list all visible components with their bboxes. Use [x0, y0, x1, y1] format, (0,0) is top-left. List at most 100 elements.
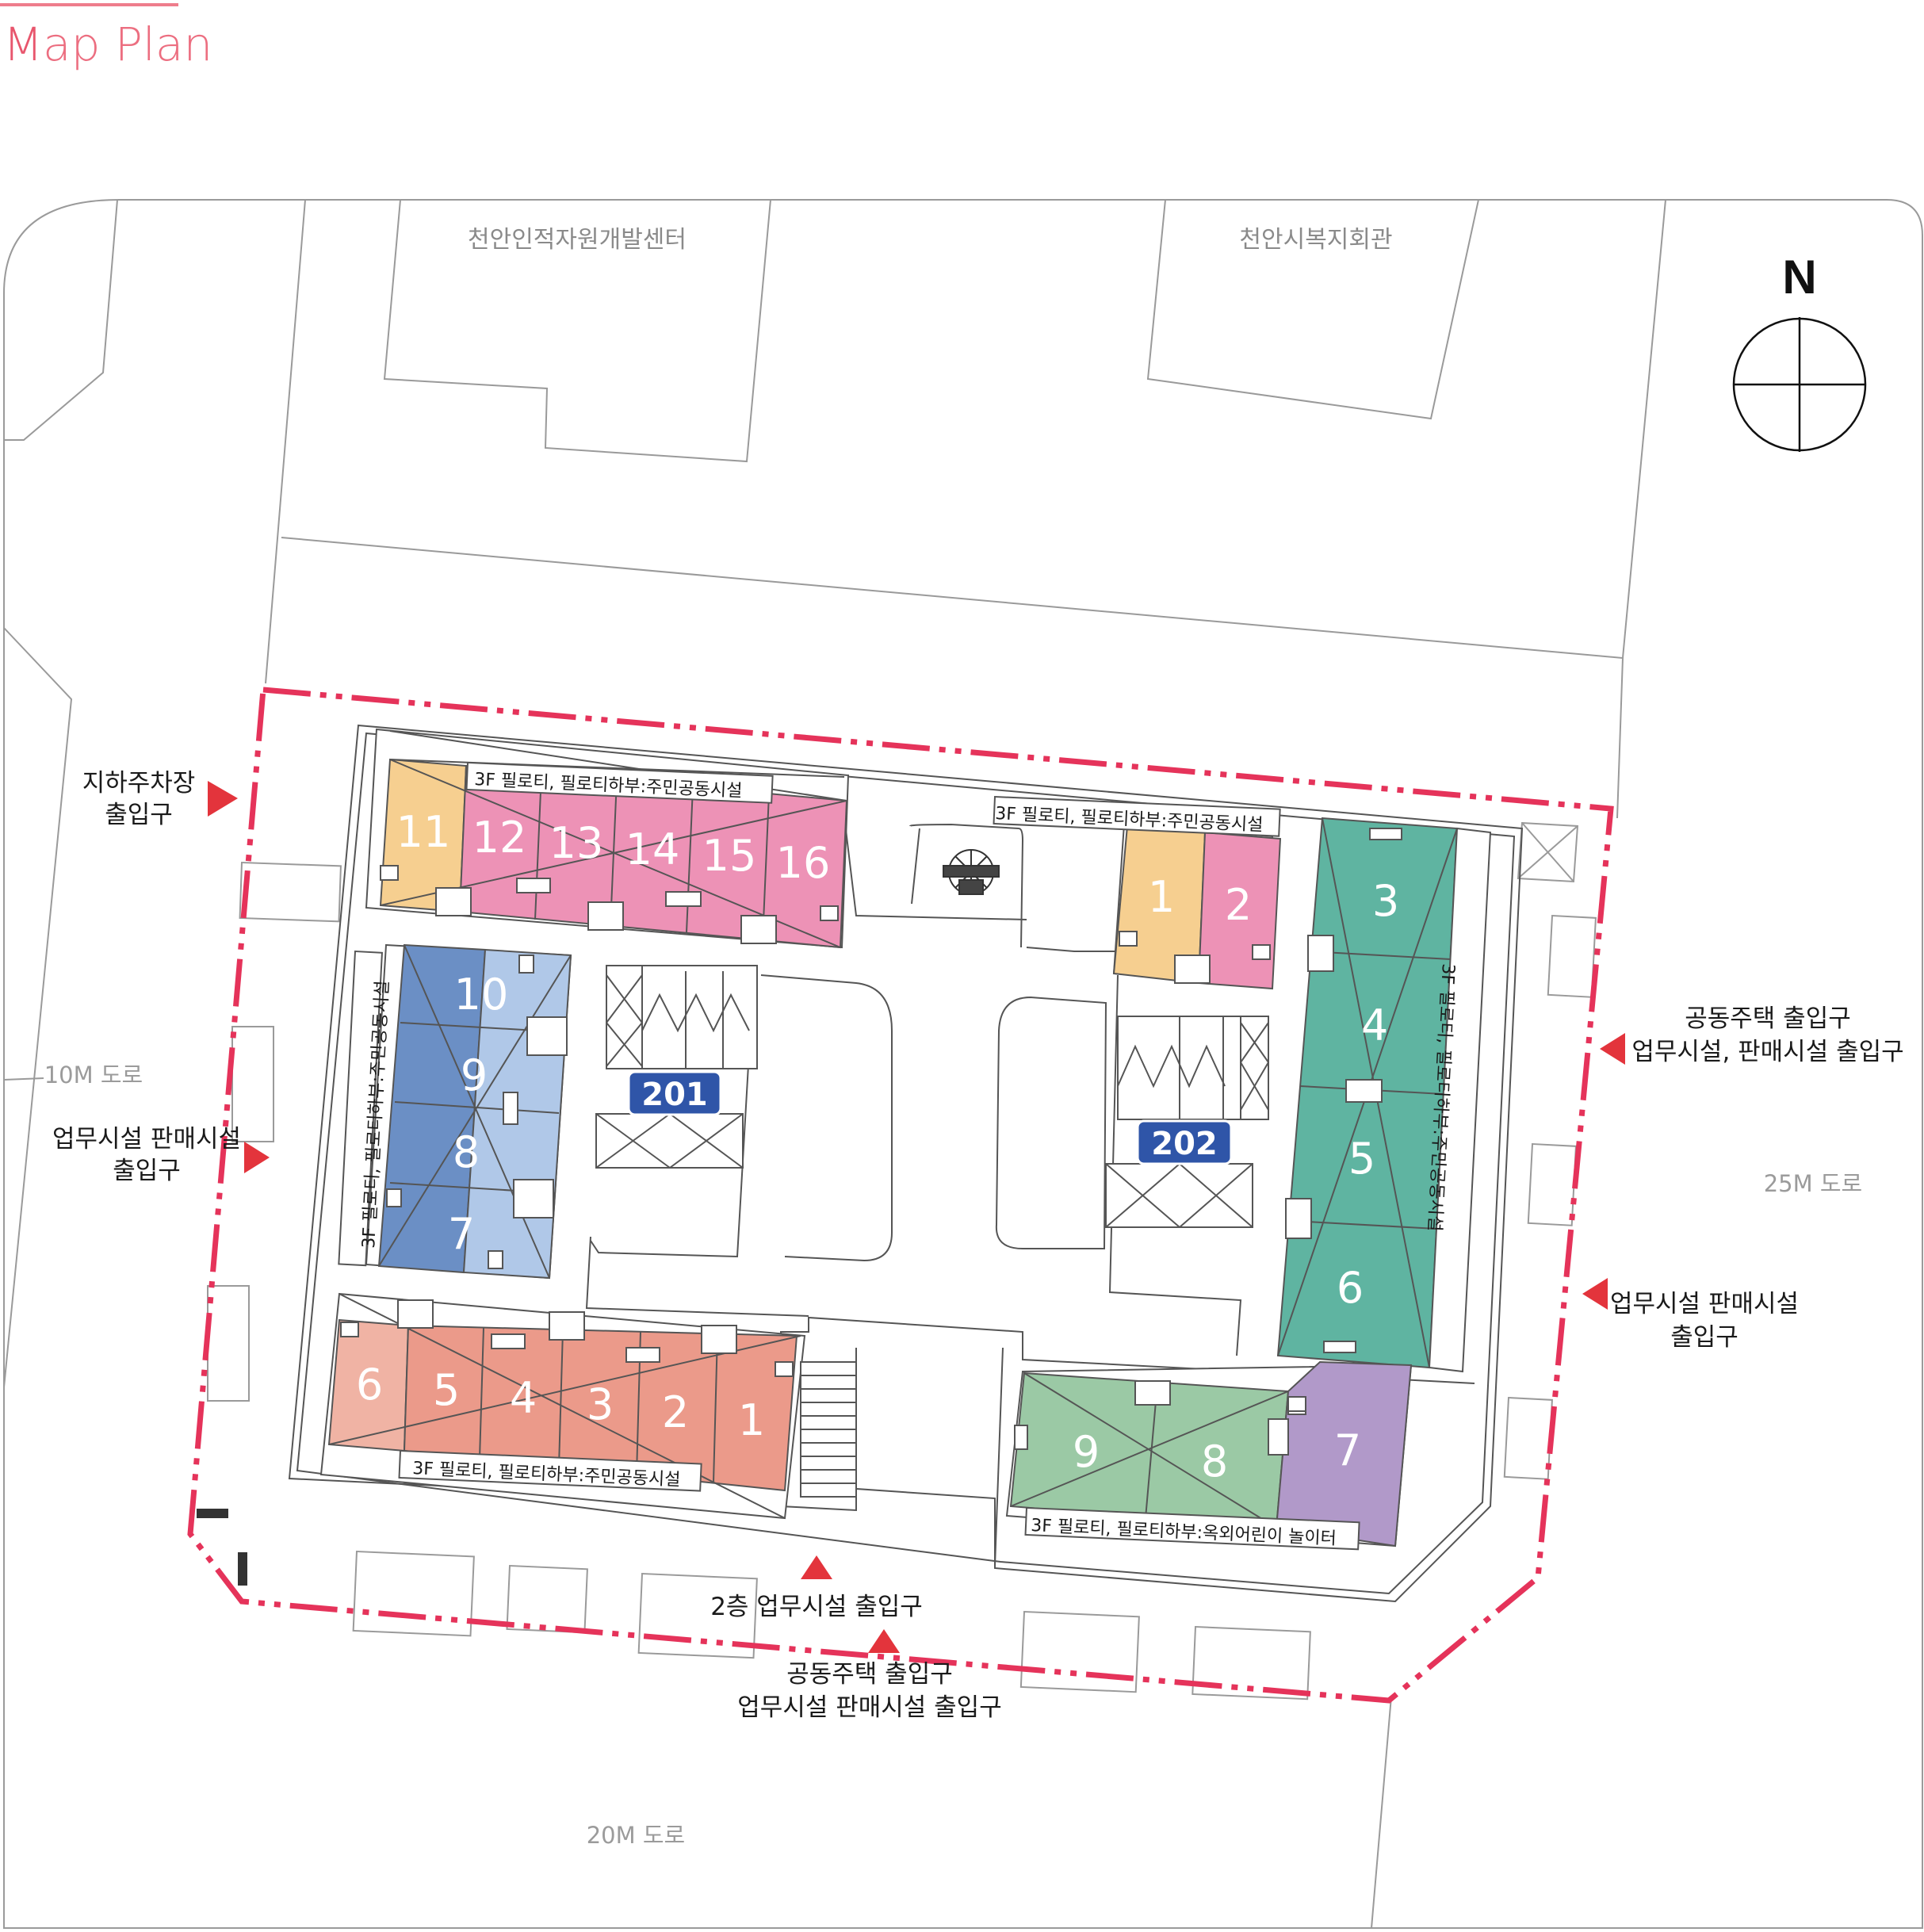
- building-east: 3F 필로티, 필로티하부:주민공동시설 3 4 5 6: [1276, 817, 1492, 1373]
- building-west: 3F 필로티, 필로티하부:주민공동시설 10 9 8 7: [338, 943, 572, 1280]
- parcel-w2: [231, 1026, 274, 1142]
- page-title: Map Plan: [0, 0, 212, 71]
- pil-tl-box: [465, 761, 774, 804]
- arrow-west-commercial: [244, 1142, 270, 1173]
- neighbor-label-right: 천안시복지회관: [1239, 226, 1392, 254]
- unit-bl-label-6: 6: [356, 1360, 383, 1410]
- entrance-labels: 지하주차장 출입구 업무시설 판매시설 출입구 공동주택 출입구 업무시설, 판…: [52, 769, 1904, 1722]
- neighbor-building-1: [383, 199, 771, 463]
- stair-treads: [801, 1375, 856, 1484]
- arrow-east-commercial: [1582, 1278, 1608, 1310]
- parcel-s3: [637, 1572, 758, 1659]
- map-frame: [3, 199, 1923, 1929]
- building-bottom-right: 3F 필로티, 필로티하부:옥외어린이 놀이터 9 8 7: [1005, 1360, 1413, 1551]
- pil-br-box: [1024, 1506, 1360, 1551]
- unit-label-15: 15: [702, 831, 757, 881]
- unit-br-7: [1275, 1360, 1413, 1548]
- core-202-lower: [1105, 1163, 1253, 1228]
- unit-e-label-4: 4: [1361, 1000, 1388, 1050]
- courtyard-line-3: [994, 1347, 1004, 1567]
- east-housing-line2: 업무시설, 판매시설 출입구: [1631, 1038, 1903, 1066]
- context-lines: [3, 199, 1923, 1929]
- unit-w-label-8: 8: [453, 1127, 480, 1177]
- unit-br-label-7: 7: [1334, 1425, 1361, 1475]
- building-top-right: 3F 필로티, 필로티하부:주민공동시설 1 2: [993, 795, 1282, 990]
- parcel-e1: [1547, 914, 1597, 998]
- road-label-east: 25M 도로: [1764, 1170, 1863, 1197]
- ramp-right: [995, 996, 1107, 1249]
- unit-bl-cores: [340, 1299, 794, 1377]
- plaza-outline: [909, 823, 1024, 948]
- building-202-badge: [1136, 1119, 1233, 1165]
- sw-markers: [197, 1509, 247, 1586]
- south-main-line2: 업무시설 판매시설 출입구: [737, 1693, 1001, 1722]
- parcel-e2: [1527, 1142, 1577, 1226]
- east-commercial-line1: 업무시설 판매시설: [1610, 1290, 1799, 1318]
- east-commercial-line2: 출입구: [1670, 1323, 1738, 1352]
- pil-e-box: [1428, 827, 1492, 1373]
- core-201-upper: [606, 965, 758, 1069]
- building-201-badge: [627, 1070, 722, 1116]
- north-label: N: [1782, 251, 1816, 304]
- unit-w-label-10: 10: [454, 970, 509, 1020]
- unit-e-label-6: 6: [1337, 1263, 1364, 1313]
- building-201-label: 201: [641, 1077, 708, 1113]
- parcel-s4: [1019, 1610, 1140, 1693]
- stairs: [800, 1361, 857, 1498]
- unit-label-14: 14: [625, 824, 680, 874]
- building-bottom-left: 3F 필로티, 필로티하부:주민공동시설 6 5 4 3 2 1: [319, 1292, 806, 1520]
- map-plan-title: Map Plan: [3, 17, 212, 71]
- unit-e-label-3: 3: [1372, 876, 1399, 926]
- parcel-line-nw: [4, 199, 118, 441]
- unit-bl-label-5: 5: [433, 1365, 460, 1415]
- arrow-south-main: [868, 1629, 900, 1653]
- second-floor-label: 2층 업무시설 출입구: [710, 1593, 923, 1621]
- pil-w-box: [338, 950, 384, 1267]
- arrow-second-floor: [801, 1555, 832, 1579]
- parcel-w1: [239, 861, 342, 923]
- arrow-parking: [208, 781, 238, 817]
- unit-bl-label-2: 2: [662, 1387, 689, 1437]
- west-commercial-line2: 출입구: [113, 1157, 181, 1185]
- neighbor-building-2: [1146, 199, 1479, 420]
- courtyard-line-4: [843, 816, 1027, 920]
- windmill-icon: [943, 849, 1000, 895]
- unit-bl-salmon: [403, 1324, 798, 1492]
- core-202-upper: [1117, 1016, 1269, 1120]
- parking-label-line1: 지하주차장: [82, 769, 196, 798]
- road-stub-w: [3, 1077, 44, 1081]
- unit-br-dividers: [1010, 1372, 1289, 1528]
- unit-label-13: 13: [549, 818, 604, 868]
- neighbor-label-left: 천안인적자원개발센터: [468, 226, 687, 254]
- pil-tr-box: [993, 795, 1281, 837]
- unit-w-label-7: 7: [448, 1209, 475, 1259]
- unit-br-label-8: 8: [1201, 1437, 1228, 1486]
- south-main-line1: 공동주택 출입구: [786, 1660, 953, 1689]
- unit-e-cores: [1285, 828, 1402, 1353]
- courtyard-line-5: [911, 828, 920, 905]
- unit-label-16: 16: [776, 838, 831, 888]
- parcel-line-s: [1371, 1696, 1392, 1929]
- unit-tr-cores: [1119, 931, 1271, 984]
- unit-e-label-5: 5: [1348, 1134, 1375, 1184]
- parcel-line-w: [3, 627, 73, 1388]
- east-housing-line1: 공동주택 출입구: [1685, 1004, 1851, 1033]
- unit-bl-label-4: 4: [510, 1373, 537, 1423]
- core-line-left: [590, 982, 754, 1258]
- parking-label-line2: 출입구: [105, 801, 173, 829]
- west-commercial-line1: 업무시설 판매시설: [52, 1125, 241, 1153]
- unit-bl-label-1: 1: [738, 1395, 765, 1445]
- pil-bl-box: [398, 1449, 702, 1492]
- core-201-lower: [595, 1113, 744, 1169]
- parcel-s2: [506, 1564, 588, 1634]
- building-top-left: 3F 필로티, 필로티하부:주민공동시설 11 12 13 14 15 16: [365, 728, 850, 949]
- unit-w-cores: [386, 955, 568, 1269]
- parcel-e3: [1503, 1396, 1553, 1480]
- core-201: 201: [595, 965, 758, 1169]
- ramp-left: [760, 974, 893, 1262]
- core-202: 202: [1105, 1016, 1269, 1228]
- title-rule: [0, 3, 178, 6]
- unit-label-11: 11: [396, 807, 451, 857]
- core-line-right: [1108, 974, 1242, 1356]
